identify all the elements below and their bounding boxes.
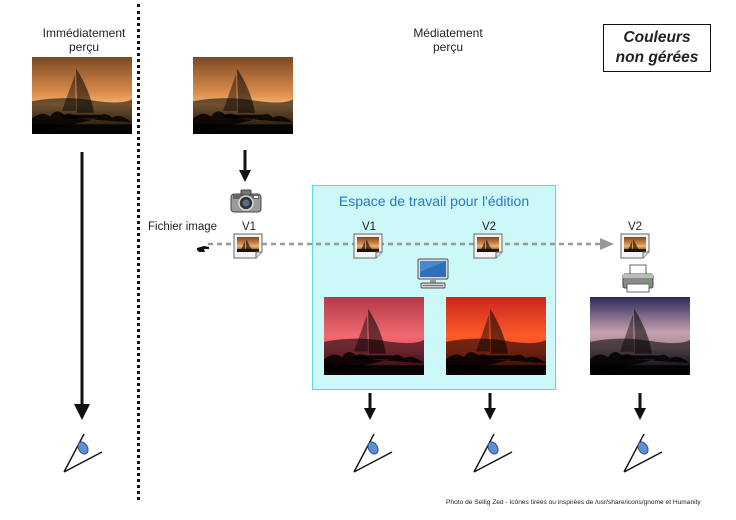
image-file-icon-3 [473, 233, 503, 259]
original-photo-left [32, 57, 132, 134]
mediately-perceived-label: Médiatement perçu [413, 26, 483, 54]
dotted-divider [137, 4, 140, 500]
image-file-label: Fichier image [148, 221, 218, 233]
workspace-title: Espace de travail pour l'édition [338, 193, 530, 209]
image-file-icon-1 [233, 233, 263, 259]
eye-icon-v1 [350, 432, 394, 476]
edited-photo-v1 [324, 297, 424, 375]
version-label-3: V2 [481, 221, 497, 233]
monitor-icon [416, 258, 450, 290]
eye-icon-v2 [470, 432, 514, 476]
camera-icon [230, 188, 262, 214]
unmanaged-colors-title: Couleurs non gérées [615, 29, 699, 66]
photo-credit: Photo de Sellig Zed - Icônes tirées ou i… [446, 499, 701, 506]
version-label-1: V1 [241, 221, 257, 233]
original-photo-right [193, 57, 293, 134]
image-file-icon-4 [620, 233, 650, 259]
pointing-hand-icon [196, 240, 210, 252]
printed-photo-v2 [590, 297, 690, 375]
edited-photo-v2 [446, 297, 546, 375]
immediately-perceived-label: Immédiatement perçu [42, 26, 126, 54]
unmanaged-colors-box: Couleurs non gérées [603, 24, 711, 72]
image-file-icon-2 [353, 233, 383, 259]
printer-icon [621, 264, 655, 294]
eye-icon-left [60, 432, 104, 476]
eye-icon-print [620, 432, 664, 476]
version-label-4: V2 [627, 221, 643, 233]
version-label-2: V1 [361, 221, 377, 233]
